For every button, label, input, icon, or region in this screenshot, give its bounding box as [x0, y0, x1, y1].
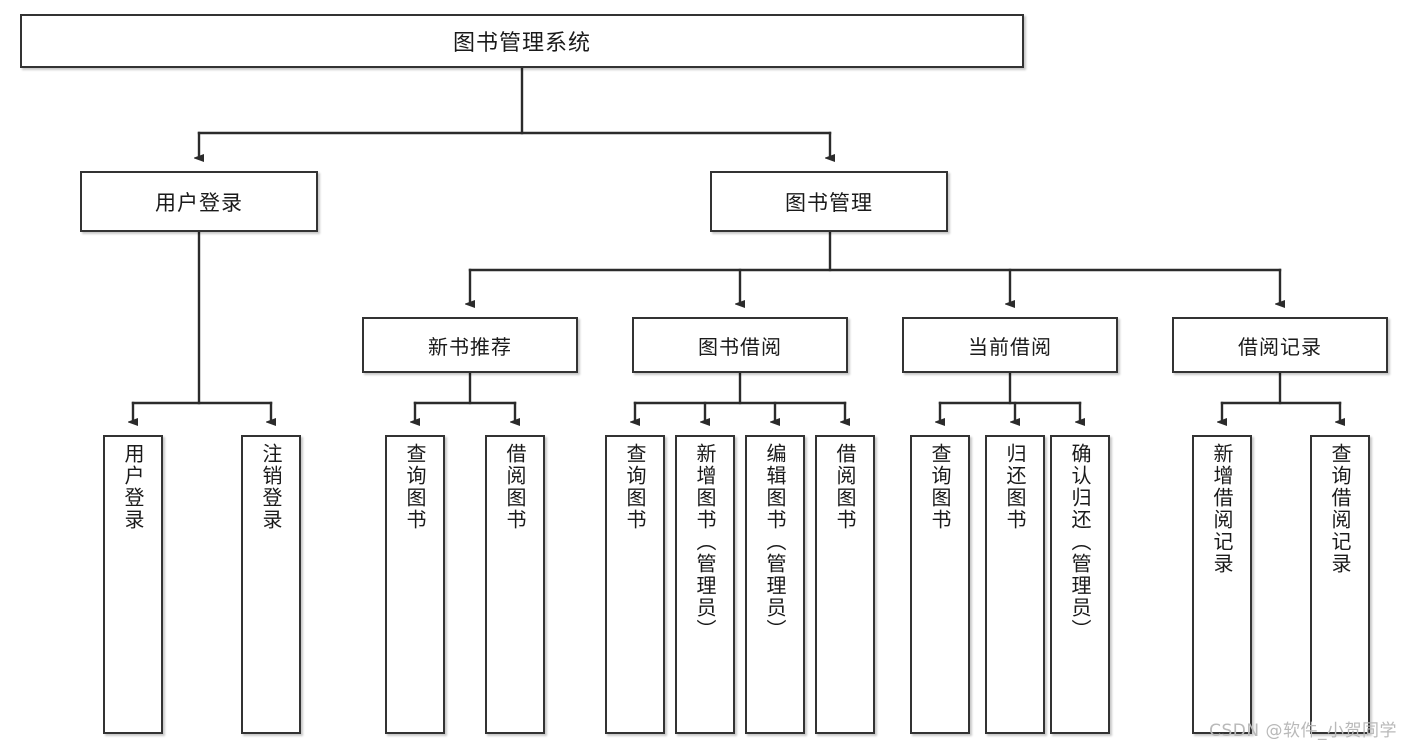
- node-book-borrow[interactable]: 图书借阅: [632, 317, 848, 373]
- leaf-query-record-label: 查询借阅记录: [1328, 443, 1352, 575]
- leaf-user-login[interactable]: 用户登录: [103, 435, 163, 734]
- leaf-logout-label: 注销登录: [259, 443, 283, 531]
- leaf-logout[interactable]: 注销登录: [241, 435, 301, 734]
- leaf-query-book-bb-label: 查询图书: [623, 443, 647, 531]
- node-book-manage-label: 图书管理: [785, 190, 873, 215]
- node-current-borrow[interactable]: 当前借阅: [902, 317, 1118, 373]
- node-borrow-record-label: 借阅记录: [1238, 334, 1322, 359]
- node-root[interactable]: 图书管理系统: [20, 14, 1024, 68]
- leaf-query-record[interactable]: 查询借阅记录: [1310, 435, 1370, 734]
- node-new-book-rec-label: 新书推荐: [428, 334, 512, 359]
- leaf-query-book-bb[interactable]: 查询图书: [605, 435, 665, 734]
- node-user-login-label: 用户登录: [155, 190, 243, 215]
- leaf-query-book-cb-label: 查询图书: [928, 443, 952, 531]
- node-user-login[interactable]: 用户登录: [80, 171, 318, 232]
- leaf-user-login-label: 用户登录: [121, 443, 145, 531]
- node-book-manage[interactable]: 图书管理: [710, 171, 948, 232]
- leaf-add-record-label: 新增借阅记录: [1210, 443, 1234, 575]
- leaf-borrow-book-bb-label: 借阅图书: [833, 443, 857, 531]
- node-book-borrow-label: 图书借阅: [698, 334, 782, 359]
- leaf-return-book-label: 归还图书: [1003, 443, 1027, 531]
- node-new-book-rec[interactable]: 新书推荐: [362, 317, 578, 373]
- leaf-query-book-cb[interactable]: 查询图书: [910, 435, 970, 734]
- leaf-add-record[interactable]: 新增借阅记录: [1192, 435, 1252, 734]
- leaf-add-book[interactable]: 新增图书（管理员）: [675, 435, 735, 734]
- node-root-label: 图书管理系统: [452, 31, 591, 56]
- leaf-query-book-rec[interactable]: 查询图书: [385, 435, 445, 734]
- node-current-borrow-label: 当前借阅: [968, 334, 1052, 359]
- leaf-query-book-rec-label: 查询图书: [403, 443, 427, 531]
- leaf-confirm-return-label: 确认归还（管理员）: [1068, 443, 1092, 641]
- leaf-borrow-book-bb[interactable]: 借阅图书: [815, 435, 875, 734]
- leaf-edit-book-label: 编辑图书（管理员）: [763, 443, 787, 641]
- leaf-borrow-book-rec[interactable]: 借阅图书: [485, 435, 545, 734]
- leaf-confirm-return[interactable]: 确认归还（管理员）: [1050, 435, 1110, 734]
- leaf-return-book[interactable]: 归还图书: [985, 435, 1045, 734]
- csdn-watermark: CSDN @软件_小贺同学: [1209, 721, 1397, 741]
- leaf-borrow-book-rec-label: 借阅图书: [503, 443, 527, 531]
- node-borrow-record[interactable]: 借阅记录: [1172, 317, 1388, 373]
- leaf-add-book-label: 新增图书（管理员）: [693, 443, 717, 641]
- leaf-edit-book[interactable]: 编辑图书（管理员）: [745, 435, 805, 734]
